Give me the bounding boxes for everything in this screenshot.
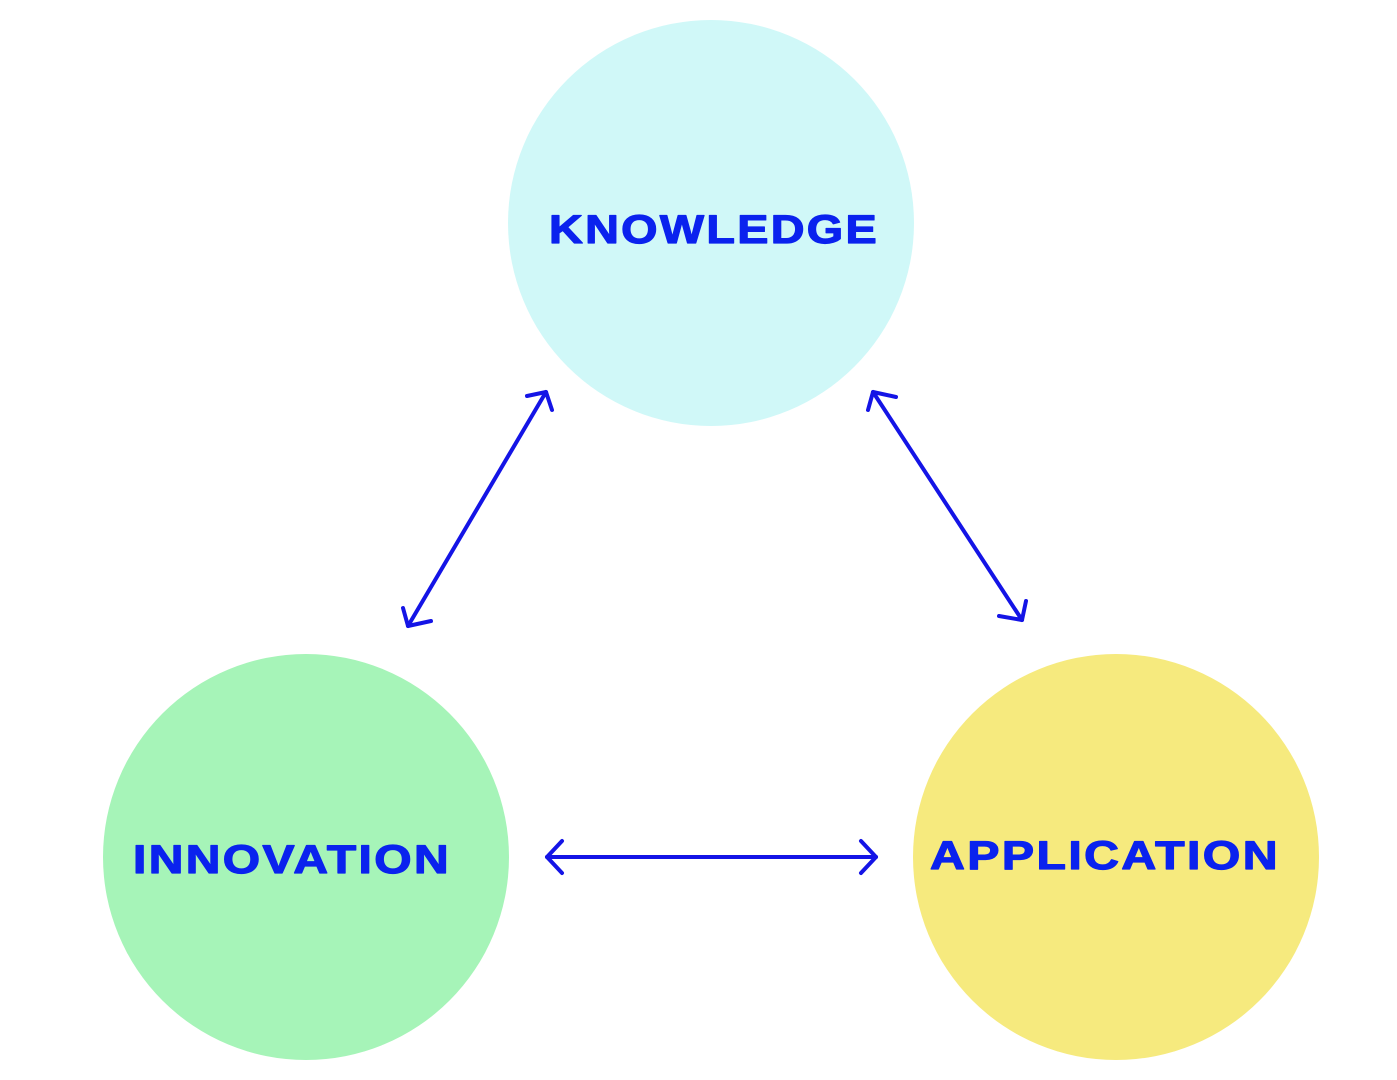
arrowhead-application-end (859, 839, 878, 875)
arrowhead-innovation-end (401, 606, 433, 628)
application-circle (913, 654, 1319, 1060)
arrow-innovation-application (545, 839, 878, 875)
arrowhead-knowledge-end (525, 390, 554, 412)
knowledge-circle (508, 20, 914, 426)
arrowhead-application-end (997, 599, 1028, 622)
arrow-shaft (406, 390, 548, 628)
arrowhead-knowledge-end (866, 390, 898, 412)
node-knowledge: KNOWLEDGE (508, 20, 914, 426)
innovation-label: INNOVATION (133, 838, 451, 882)
arrowhead-innovation-end (545, 839, 564, 875)
innovation-circle (103, 654, 509, 1060)
knowledge-label: KNOWLEDGE (549, 208, 879, 252)
arrow-shaft (871, 390, 1024, 622)
arrow-knowledge-innovation (401, 390, 554, 628)
application-label: APPLICATION (930, 834, 1280, 878)
node-innovation: INNOVATION (103, 654, 509, 1060)
node-application: APPLICATION (913, 654, 1319, 1060)
arrow-knowledge-application (866, 390, 1028, 622)
